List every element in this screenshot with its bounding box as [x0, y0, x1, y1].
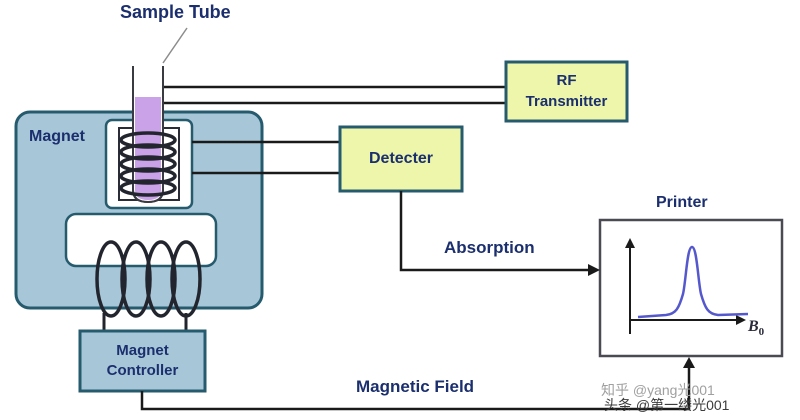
magnet-controller-line2: Controller: [106, 362, 179, 379]
b0-axis-label: B0: [748, 318, 764, 338]
absorption-label: Absorption: [444, 238, 535, 257]
magnet-label: Magnet: [29, 128, 85, 145]
absorption-connector: [399, 191, 589, 272]
sample-tube-leader-line: [162, 27, 188, 64]
magnet-gap: [64, 212, 218, 268]
magnetic-field-connector: [140, 366, 691, 411]
absorption-arrowhead: [588, 264, 600, 276]
watermark-zhihu: 知乎 @yang光001: [601, 382, 715, 398]
printer-label: Printer: [656, 194, 708, 211]
detecter-wires: [192, 140, 340, 175]
winding-to-controller-wires: [102, 313, 188, 331]
rf-transmitter-box: [504, 60, 629, 123]
plot-axes: [629, 246, 738, 334]
plot-y-arrowhead: [625, 238, 635, 248]
rf-coil: [119, 131, 177, 197]
detecter-box: [338, 125, 464, 193]
sample-tube-label: Sample Tube: [120, 2, 231, 22]
rf-transmitter-line2: Transmitter: [525, 92, 608, 110]
detecter-label: Detecter: [340, 127, 462, 191]
plot-x-arrowhead: [736, 315, 746, 325]
rf-transmitter-line1: RF: [556, 72, 577, 90]
absorption-peak-curve: [637, 245, 749, 319]
watermark-toutiao: 头条 @第一缕光001: [604, 397, 730, 413]
magnetic-field-label: Magnetic Field: [356, 377, 475, 396]
magnet-controller-line1: Magnet: [116, 341, 169, 359]
rf-wires: [163, 85, 506, 105]
b0-subscript: 0: [758, 326, 765, 339]
detecter-text: Detecter: [368, 150, 434, 168]
electromagnet-winding: [95, 240, 202, 318]
magnetic-field-arrowhead: [683, 357, 695, 368]
rf-transmitter-label: RF Transmitter: [506, 62, 627, 121]
magnet-controller-label: Magnet Controller: [80, 331, 205, 391]
b0-symbol: B: [748, 318, 759, 335]
